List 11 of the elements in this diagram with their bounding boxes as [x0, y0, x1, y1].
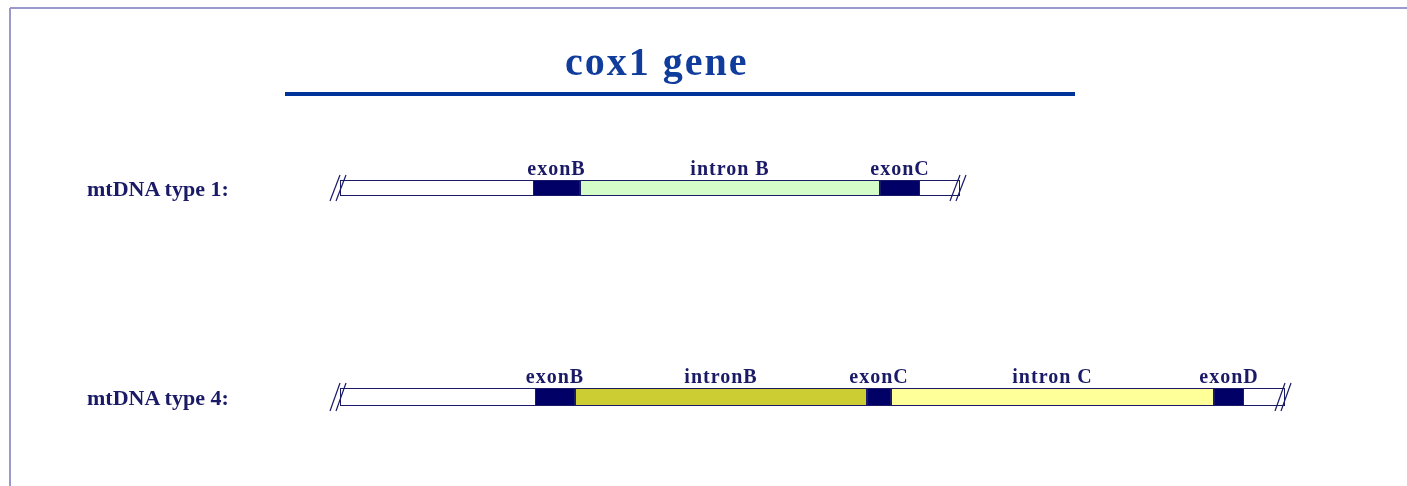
exon-label: exonC: [849, 365, 909, 388]
exon-label: exonB: [525, 365, 585, 388]
intron-label: intronB: [684, 365, 758, 388]
title: cox1 gene: [565, 38, 749, 85]
intron-label: intron C: [1012, 365, 1093, 388]
exon-label: exonD: [1199, 365, 1259, 388]
exon-label: exonC: [870, 157, 930, 180]
row-label: mtDNA type 1:: [87, 176, 229, 202]
row-label: mtDNA type 4:: [87, 385, 229, 411]
intron-label: intron B: [690, 157, 770, 180]
exon-label: exonB: [527, 157, 586, 180]
